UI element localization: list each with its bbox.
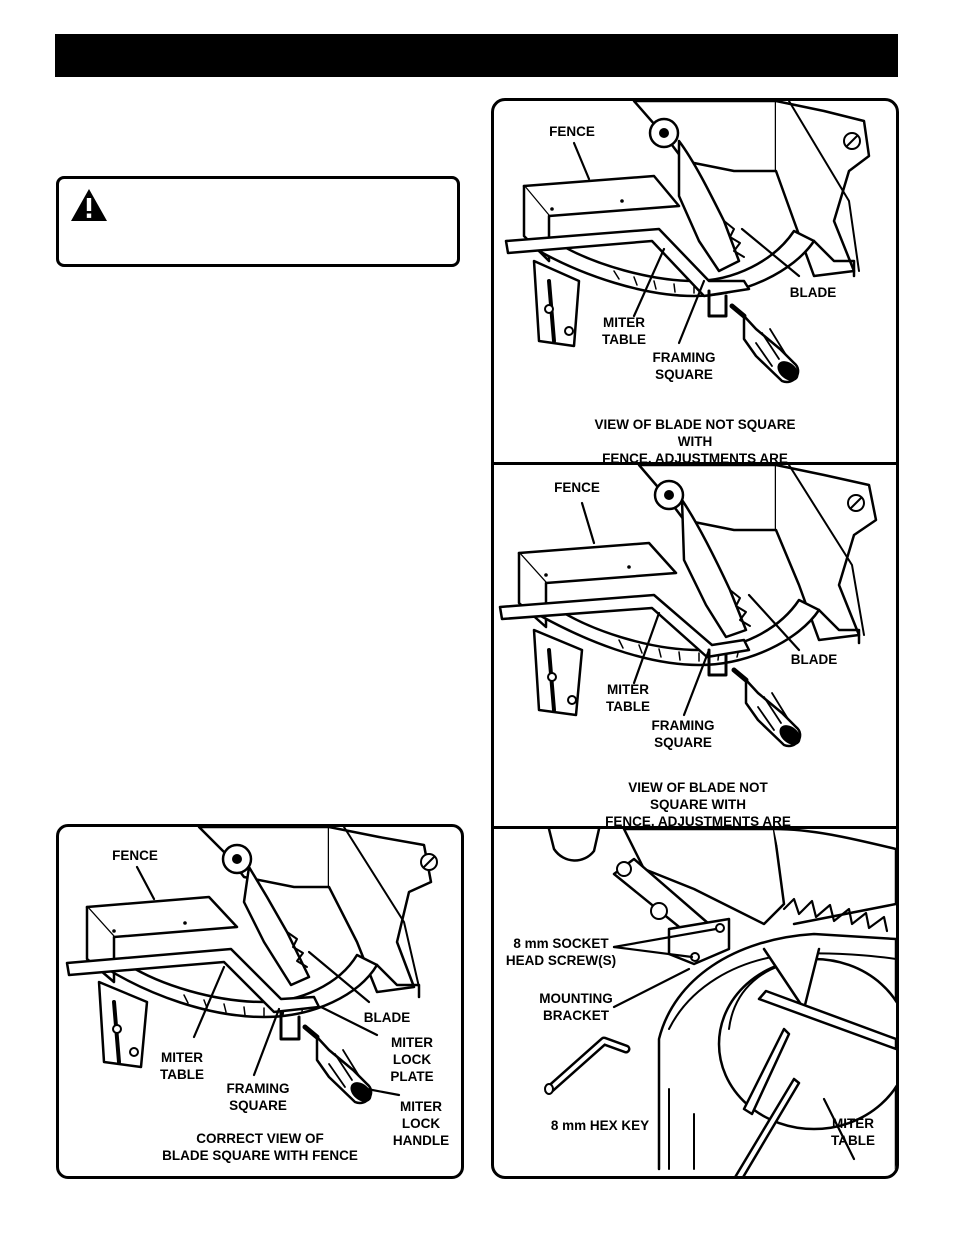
figure-blade-not-square-1: [504, 101, 871, 384]
label-blade: BLADE: [363, 1010, 411, 1025]
figure-caption: CORRECT VIEW OF BLADE SQUARE WITH FENCE: [162, 1131, 358, 1163]
figure-panel-right: FENCE BLADE MITER TABLE FRAMING SQUARE V…: [491, 98, 899, 1179]
label-fence: FENCE: [554, 480, 600, 495]
label-miter-table: MITER TABLE: [606, 682, 650, 714]
section-header-bar: [55, 34, 898, 77]
label-miter-table: MITER TABLE: [831, 1116, 875, 1148]
label-miter-table: MITER TABLE: [602, 315, 646, 347]
figure-mounting-bracket: [544, 829, 896, 1176]
label-blade: BLADE: [789, 285, 837, 300]
label-mounting-bracket: MOUNTING BRACKET: [539, 991, 613, 1023]
label-framing-square: FRAMING SQUARE: [651, 718, 715, 750]
label-miter-table: MITER TABLE: [160, 1050, 204, 1082]
warning-triangle-icon: [71, 189, 107, 221]
panel-divider: [494, 826, 896, 829]
warning-box: [56, 176, 460, 267]
label-blade: BLADE: [790, 652, 838, 667]
label-framing-square: FRAMING SQUARE: [652, 350, 716, 382]
label-fence: FENCE: [549, 124, 595, 139]
label-fence: FENCE: [112, 848, 158, 863]
panel-divider: [494, 462, 896, 465]
label-miter-lock-handle: MITER LOCK HANDLE: [392, 1099, 450, 1148]
label-framing-square: FRAMING SQUARE: [226, 1081, 290, 1113]
figure-panel-left: FENCE BLADE MITER LOCK PLATE MITER TABLE…: [56, 824, 464, 1179]
figure-blade-not-square-2: [498, 465, 878, 748]
label-miter-lock-plate: MITER LOCK PLATE: [390, 1035, 434, 1084]
label-hex-key: 8 mm HEX KEY: [550, 1118, 650, 1133]
label-socket-head-screws: 8 mm SOCKET HEAD SCREW(S): [505, 936, 617, 968]
figure-blade-square-with-fence: [65, 827, 438, 1105]
